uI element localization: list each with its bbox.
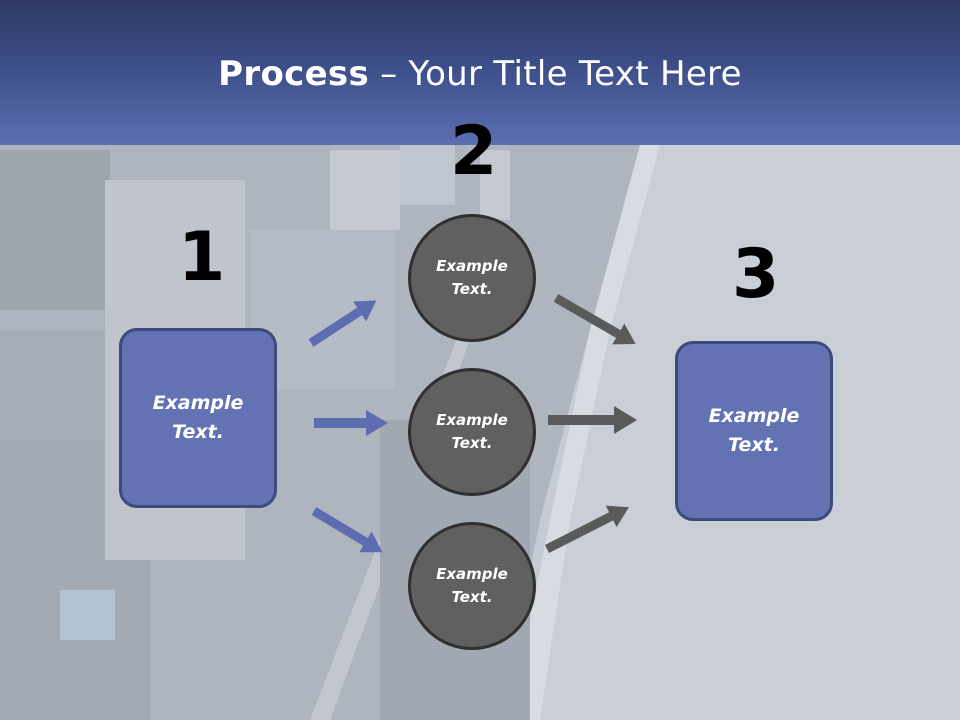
left-box: Example Text. [119,328,277,508]
circle-middle: Example Text. [408,368,536,496]
circle-top-label: Example Text. [436,257,508,298]
circle-top: Example Text. [408,214,536,342]
arrow-to-top-circle [308,300,377,347]
step-number-3: 3 [732,235,780,314]
left-box-label: Example Text. [152,392,244,443]
arrow-to-bottom-circle [311,507,383,553]
arrow-from-bottom-circle [544,505,629,554]
step-number-2: 2 [450,112,498,191]
right-box: Example Text. [675,341,833,521]
arrow-to-middle-circle [314,410,388,436]
title-bold: Process [218,54,370,94]
right-box-label: Example Text. [708,405,800,456]
circle-bottom: Example Text. [408,522,536,650]
circle-middle-label: Example Text. [436,411,508,452]
arrow-from-middle-circle [548,406,637,434]
circle-bottom-label: Example Text. [436,565,508,606]
arrow-from-top-circle [553,294,636,345]
step-number-1: 1 [178,218,226,297]
title-rest: – Your Title Text Here [369,54,742,94]
title-bar [0,0,960,145]
slide-title: Process – Your Title Text Here [0,54,960,94]
